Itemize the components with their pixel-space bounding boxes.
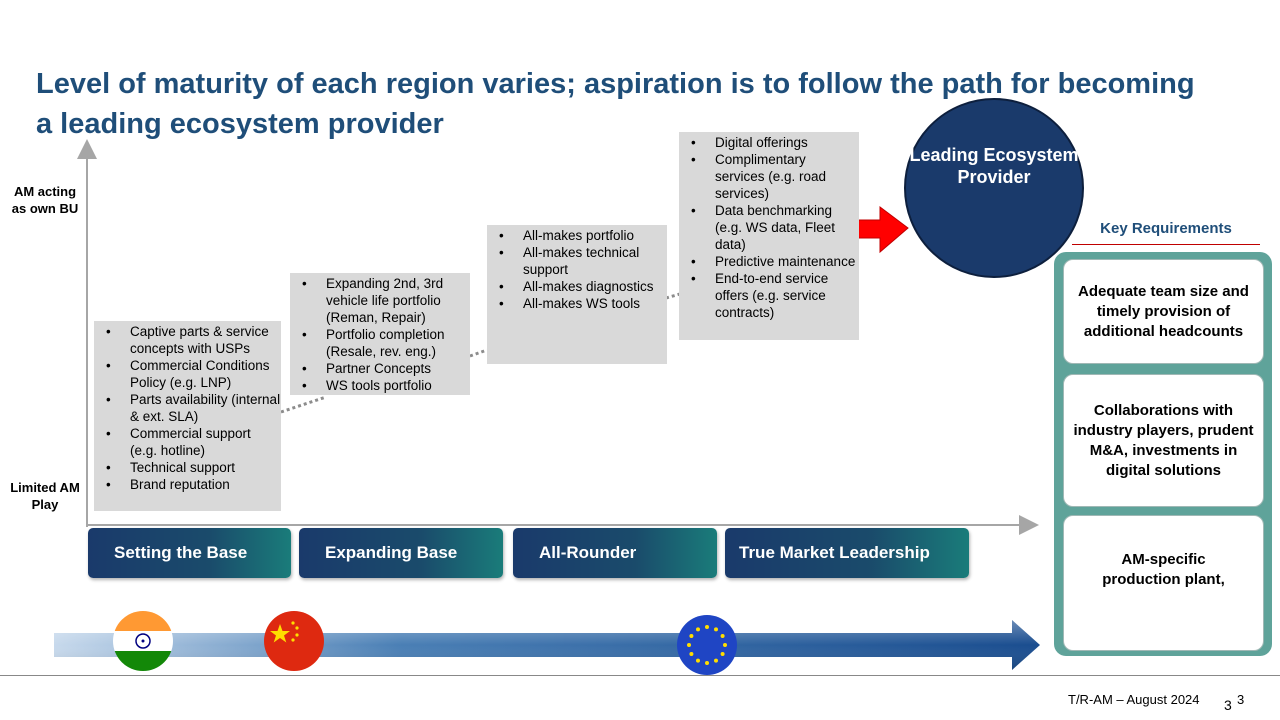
stage-true-market-leadership[interactable]: True Market Leadership bbox=[725, 528, 969, 578]
y-axis-top-label: AM acting as own BU bbox=[11, 184, 79, 216]
list-item: Captive parts & service concepts with US… bbox=[106, 323, 281, 357]
list-item: All-makes technical support bbox=[499, 244, 667, 278]
list-item: Portfolio completion (Resale, rev. eng.) bbox=[302, 326, 470, 360]
stage-box-all-rounder: All-makes portfolio All-makes technical … bbox=[487, 225, 667, 364]
footer-text: T/R-AM – August 2024 bbox=[1068, 692, 1200, 707]
stage-all-rounder[interactable]: All-Rounder bbox=[513, 528, 717, 578]
list-item: Complimentary services (e.g. road servic… bbox=[691, 151, 859, 202]
list-item: Commercial support (e.g. hotline) bbox=[106, 425, 281, 459]
eu-flag-icon bbox=[677, 615, 737, 675]
stage-expanding-base[interactable]: Expanding Base bbox=[299, 528, 503, 578]
list-item: Predictive maintenance bbox=[691, 253, 859, 270]
list-item: Commercial Conditions Policy (e.g. LNP) bbox=[106, 357, 281, 391]
requirement-card: Adequate team size and timely provision … bbox=[1063, 259, 1264, 364]
page-title: Level of maturity of each region varies;… bbox=[36, 68, 1195, 140]
list-item: Data benchmarking (e.g. WS data, Fleet d… bbox=[691, 202, 859, 253]
list-item: Parts availability (internal & ext. SLA) bbox=[106, 391, 281, 425]
list-item: Partner Concepts bbox=[302, 360, 470, 377]
requirement-card: Collaborations with industry players, pr… bbox=[1063, 374, 1264, 507]
footer-divider bbox=[0, 675, 1280, 676]
stage-setting-the-base[interactable]: Setting the Base bbox=[88, 528, 291, 578]
india-flag-icon bbox=[113, 611, 173, 671]
leading-ecosystem-provider-circle: Leading Ecosystem Provider bbox=[904, 98, 1084, 278]
page-number-secondary: 3 bbox=[1237, 692, 1245, 707]
stage-box-market-leadership: Digital offerings Complimentary services… bbox=[679, 132, 859, 340]
stage-box-expanding-base: Expanding 2nd, 3rd vehicle life portfoli… bbox=[290, 273, 470, 395]
list-item: All-makes WS tools bbox=[499, 295, 667, 312]
list-item: Digital offerings bbox=[691, 134, 859, 151]
list-item: End-to-end service offers (e.g. service … bbox=[691, 270, 859, 321]
stage-box-setting-base: Captive parts & service concepts with US… bbox=[94, 321, 281, 511]
list-item: Expanding 2nd, 3rd vehicle life portfoli… bbox=[302, 275, 470, 326]
region-timeline-arrow bbox=[54, 620, 1040, 670]
list-item: WS tools portfolio bbox=[302, 377, 470, 394]
list-item: Brand reputation bbox=[106, 476, 281, 493]
key-requirements-title: Key Requirements bbox=[1100, 220, 1232, 237]
page-number: 3 bbox=[1224, 697, 1232, 713]
y-axis-bottom-label: Limited AM Play bbox=[10, 480, 80, 512]
list-item: All-makes portfolio bbox=[499, 227, 667, 244]
list-item: Technical support bbox=[106, 459, 281, 476]
list-item: All-makes diagnostics bbox=[499, 278, 667, 295]
requirement-card: AM-specific production plant, bbox=[1063, 515, 1264, 651]
key-requirements-divider bbox=[1072, 244, 1260, 245]
china-flag-icon bbox=[264, 611, 324, 671]
